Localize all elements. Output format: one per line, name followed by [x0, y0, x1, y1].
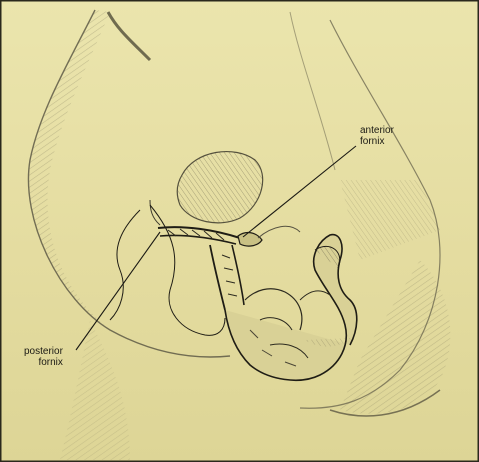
cervix [238, 226, 300, 246]
posterior-fornix-line1: posterior [24, 346, 63, 357]
lower-shading [60, 320, 130, 460]
abdominal-contour [110, 205, 225, 335]
posterior-fornix-line2: fornix [38, 357, 62, 368]
examining-hand [225, 235, 357, 381]
posterior-fornix-leader [76, 232, 160, 350]
uterus [150, 152, 263, 225]
anterior-fornix-label: anterior fornix [360, 125, 394, 147]
anterior-fornix-line2: fornix [360, 136, 384, 147]
anterior-fornix-line1: anterior [360, 125, 394, 136]
posterior-fornix-label: posterior fornix [24, 346, 63, 368]
